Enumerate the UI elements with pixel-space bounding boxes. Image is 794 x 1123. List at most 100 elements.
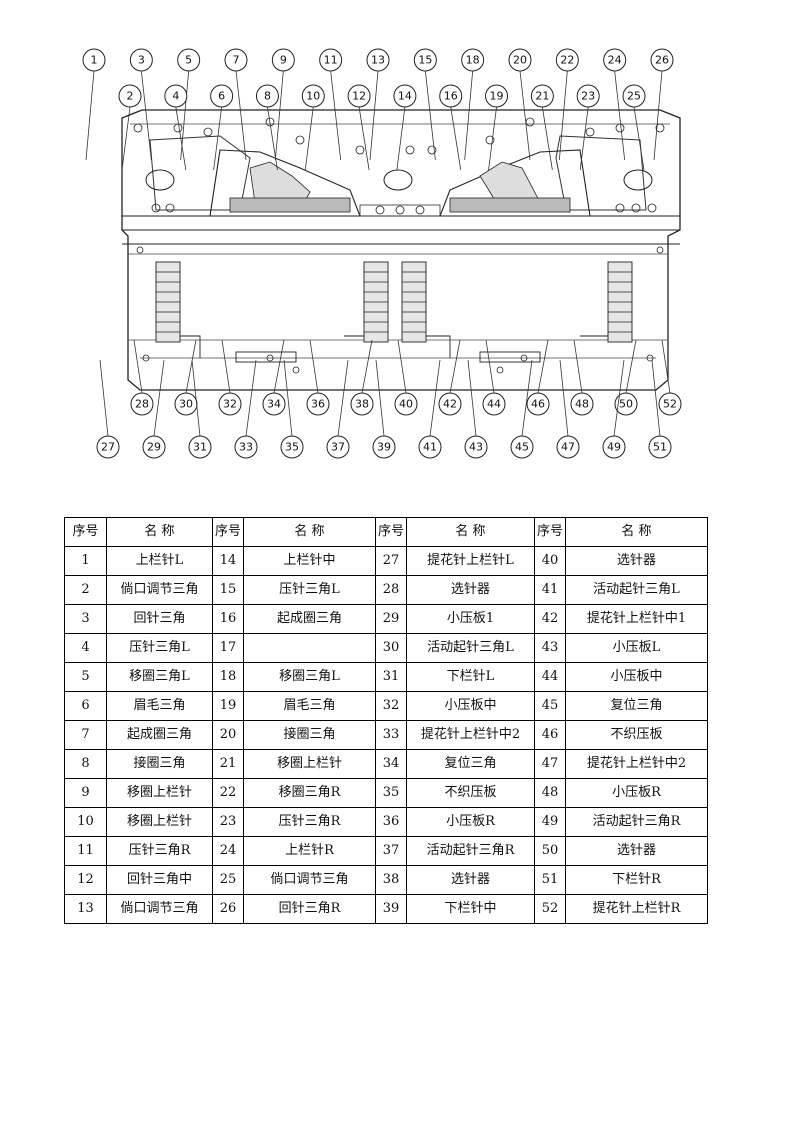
part-name-cell: 复位三角 <box>406 749 535 779</box>
part-number-cell: 38 <box>375 865 407 895</box>
leader-line <box>337 359 349 437</box>
callout-number: 19 <box>490 90 504 103</box>
leader-line <box>613 359 625 437</box>
callout-number: 12 <box>352 90 366 103</box>
callout-circle <box>622 84 646 108</box>
leader-line <box>464 70 474 161</box>
leader-line <box>450 106 462 171</box>
leader-line <box>396 106 406 171</box>
part-name-cell: 移圈上栏针 <box>106 778 213 808</box>
leader-line <box>85 70 95 161</box>
callout-number: 8 <box>264 90 271 103</box>
callout-circle <box>326 435 350 459</box>
part-number-cell: 5 <box>64 662 107 692</box>
part-number-cell: 7 <box>64 720 107 750</box>
part-name-cell: 小压板中 <box>565 662 708 692</box>
callout-number: 11 <box>324 54 338 67</box>
part-name-cell: 眉毛三角 <box>106 691 213 721</box>
leader-line <box>429 359 441 437</box>
header-name: 名 称 <box>565 517 708 547</box>
part-number-cell: 41 <box>534 575 566 605</box>
callout-circle <box>130 392 154 416</box>
callout-number: 2 <box>127 90 134 103</box>
callout-number: 29 <box>147 441 161 454</box>
callout-number: 44 <box>487 398 501 411</box>
callout-number: 31 <box>193 441 207 454</box>
callout-number: 6 <box>218 90 225 103</box>
callout-number: 13 <box>371 54 385 67</box>
part-name-cell: 移圈三角R <box>243 778 376 808</box>
part-name-cell: 压针三角R <box>243 807 376 837</box>
part-name-cell: 移圈上栏针 <box>106 807 213 837</box>
leader-line <box>358 106 370 171</box>
leader-line <box>140 70 152 161</box>
callout-circle <box>438 392 462 416</box>
leader-line <box>133 339 143 394</box>
part-name-cell: 回针三角中 <box>106 865 213 895</box>
header-name: 名 称 <box>106 517 213 547</box>
part-name-cell: 提花针上栏针R <box>565 894 708 924</box>
part-name-cell: 眉毛三角 <box>243 691 376 721</box>
part-number-cell: 20 <box>212 720 244 750</box>
callout-circle <box>650 48 674 72</box>
part-number-cell: 37 <box>375 836 407 866</box>
callout-number: 36 <box>311 398 325 411</box>
callout-number: 23 <box>581 90 595 103</box>
part-number-cell: 39 <box>375 894 407 924</box>
callout-circle <box>394 392 418 416</box>
part-name-cell: 压针三角R <box>106 836 213 866</box>
part-number-cell: 52 <box>534 894 566 924</box>
callout-circle <box>96 435 120 459</box>
cam-plate-drawing <box>121 109 681 391</box>
part-number-cell: 28 <box>375 575 407 605</box>
callout-circle <box>118 84 142 108</box>
part-name-cell: 回针三角R <box>243 894 376 924</box>
leader-line <box>614 70 626 161</box>
part-name-cell: 提花针上栏针中1 <box>565 604 708 634</box>
callout-circle <box>508 48 532 72</box>
callout-number: 42 <box>443 398 457 411</box>
part-number-cell: 48 <box>534 778 566 808</box>
part-name-cell: 选针器 <box>406 865 535 895</box>
callout-circle <box>271 48 295 72</box>
part-number-cell: 16 <box>212 604 244 634</box>
callout-circle <box>614 392 638 416</box>
leader-line <box>573 339 583 394</box>
leader-line <box>267 106 278 171</box>
part-name-cell: 提花针上栏针中2 <box>565 749 708 779</box>
callout-number: 45 <box>515 441 529 454</box>
callout-circle <box>658 392 682 416</box>
callout-circle <box>82 48 106 72</box>
callout-number: 34 <box>267 398 281 411</box>
callout-circle <box>482 392 506 416</box>
callout-number: 49 <box>607 441 621 454</box>
leader-line <box>625 339 637 394</box>
part-name-cell: 小压板中 <box>406 691 535 721</box>
header-num: 序号 <box>534 517 566 547</box>
part-name-cell: 活动起针三角R <box>565 807 708 837</box>
callout-circle <box>234 435 258 459</box>
callout-number: 22 <box>560 54 574 67</box>
part-number-cell: 27 <box>375 546 407 576</box>
callout-number: 18 <box>466 54 480 67</box>
leader-line <box>488 106 497 171</box>
callout-number: 10 <box>306 90 320 103</box>
part-name-cell: 起成圈三角 <box>243 604 376 634</box>
callout-number: 20 <box>513 54 527 67</box>
callout-number: 33 <box>239 441 253 454</box>
callout-circle <box>603 48 627 72</box>
callout-circle <box>142 435 166 459</box>
callout-circle <box>218 392 242 416</box>
leader-line <box>651 359 661 437</box>
part-number-cell: 44 <box>534 662 566 692</box>
part-number-cell: 43 <box>534 633 566 663</box>
callout-circle <box>366 48 390 72</box>
part-number-cell: 8 <box>64 749 107 779</box>
header-num: 序号 <box>212 517 244 547</box>
